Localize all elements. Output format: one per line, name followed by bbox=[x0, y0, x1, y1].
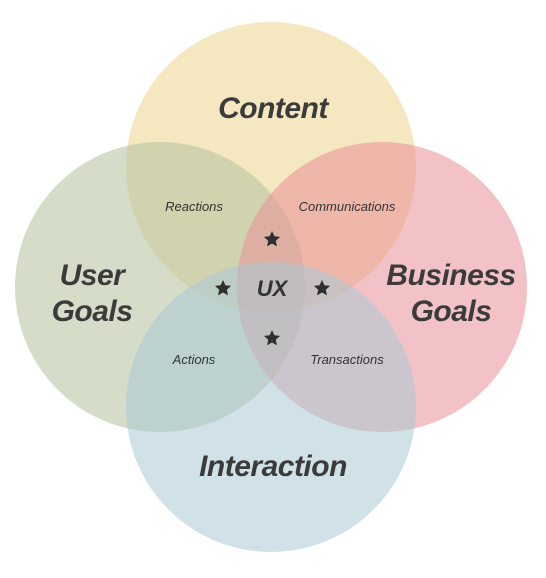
star-icon-left bbox=[214, 280, 232, 296]
ux-label: UX bbox=[257, 276, 289, 301]
star-icon-bottom bbox=[263, 330, 281, 346]
business-goals-label-line2: Goals bbox=[411, 295, 492, 328]
interaction-circle bbox=[126, 262, 416, 552]
interaction-label: Interaction bbox=[199, 450, 347, 483]
communications-label: Communications bbox=[299, 199, 396, 214]
transactions-label: Transactions bbox=[310, 352, 384, 367]
content-label: Content bbox=[218, 92, 330, 125]
star-icon-right bbox=[313, 280, 331, 296]
actions-label: Actions bbox=[172, 352, 216, 367]
user-goals-label-line1: User bbox=[60, 259, 128, 292]
star-icon-top bbox=[263, 231, 281, 247]
reactions-label: Reactions bbox=[165, 199, 223, 214]
business-goals-label-line1: Business bbox=[386, 259, 515, 292]
user-goals-label-line2: Goals bbox=[52, 295, 133, 328]
